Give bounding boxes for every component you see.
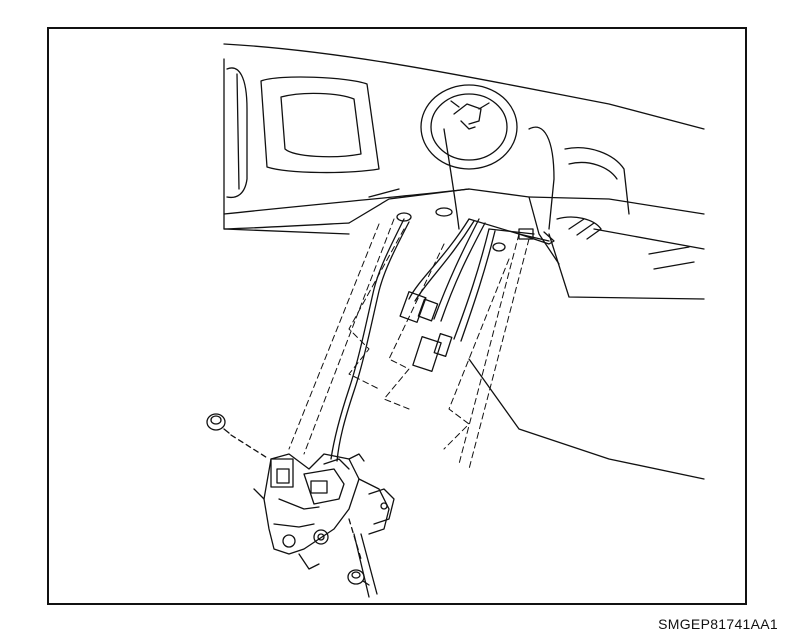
drawing-code-label: SMGEP81741AA1 [658, 616, 778, 632]
assembly-guide-lines [288, 218, 530, 470]
diagram-frame [47, 27, 747, 605]
panel-mounting-holes [396, 207, 506, 252]
mounting-bolt-lower [347, 518, 378, 598]
release-cable [330, 218, 410, 462]
wiring-grommet [420, 84, 518, 230]
wiring-harness [399, 218, 555, 373]
mounting-bolt-upper [206, 413, 270, 460]
trunk-lid-panel [223, 43, 705, 480]
exploded-view-drawing [206, 43, 705, 598]
trunk-lid-latch [253, 453, 395, 570]
